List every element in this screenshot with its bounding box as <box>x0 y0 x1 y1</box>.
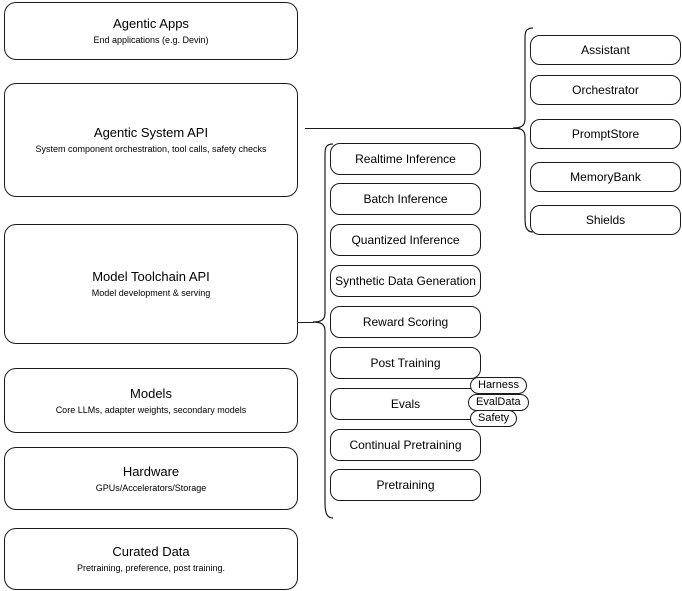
toolchain-label: Pretraining <box>376 478 435 492</box>
layer-title: Agentic System API <box>93 125 209 140</box>
toolchain-box-evals[interactable]: Evals <box>330 388 481 420</box>
layer-title: Model Toolchain API <box>92 269 210 284</box>
layer-title: Curated Data <box>112 544 190 559</box>
layer-title: Agentic Apps <box>113 16 189 31</box>
layer-subtitle: End applications (e.g. Devin) <box>93 35 209 45</box>
toolchain-box-realtime-inference[interactable]: Realtime Inference <box>330 143 481 175</box>
layer-box-hardware[interactable]: Hardware GPUs/Accelerators/Storage <box>4 447 298 510</box>
agentic-box-orchestrator[interactable]: Orchestrator <box>530 75 681 105</box>
toolchain-box-continual-pretraining[interactable]: Continual Pretraining <box>330 429 481 461</box>
toolchain-box-reward-scoring[interactable]: Reward Scoring <box>330 306 481 338</box>
agentic-box-shields[interactable]: Shields <box>530 205 681 235</box>
toolchain-label: Post Training <box>370 356 441 370</box>
toolchain-label: Batch Inference <box>363 192 448 206</box>
toolchain-label: Realtime Inference <box>355 152 456 166</box>
toolchain-label: Continual Pretraining <box>349 438 462 452</box>
agentic-label: MemoryBank <box>570 170 641 184</box>
toolchain-label: Reward Scoring <box>362 315 449 329</box>
toolchain-label: Evals <box>390 397 421 411</box>
evals-pill-evaldata[interactable]: EvalData <box>468 394 529 411</box>
layer-subtitle: Pretraining, preference, post training. <box>76 563 226 573</box>
layer-subtitle: Core LLMs, adapter weights, secondary mo… <box>55 404 247 415</box>
layer-box-agentic-system-api[interactable]: Agentic System API System component orch… <box>4 83 298 197</box>
toolchain-label: Quantized Inference <box>351 233 460 247</box>
brace-model-toolchain <box>312 143 334 519</box>
toolchain-box-batch-inference[interactable]: Batch Inference <box>330 183 481 215</box>
agentic-box-memorybank[interactable]: MemoryBank <box>530 162 681 192</box>
layer-box-model-toolchain-api[interactable]: Model Toolchain API Model development & … <box>4 224 298 344</box>
layer-box-agentic-apps[interactable]: Agentic Apps End applications (e.g. Devi… <box>4 2 298 60</box>
toolchain-box-pretraining[interactable]: Pretraining <box>330 469 481 501</box>
layer-title: Hardware <box>122 463 180 479</box>
agentic-label: Assistant <box>581 43 630 57</box>
agentic-label: Orchestrator <box>572 83 639 97</box>
connector-agentic-system-api <box>305 128 520 129</box>
toolchain-label: Synthetic Data Generation <box>335 274 476 288</box>
layer-subtitle: System component orchestration, tool cal… <box>35 144 267 154</box>
layer-title: Models <box>130 385 172 401</box>
agentic-label: PromptStore <box>571 127 640 141</box>
layer-subtitle: Model development & serving <box>91 288 211 298</box>
layer-subtitle: GPUs/Accelerators/Storage <box>95 482 207 493</box>
connector-model-toolchain-api <box>298 322 314 323</box>
toolchain-box-post-training[interactable]: Post Training <box>330 347 481 379</box>
toolchain-box-quantized-inference[interactable]: Quantized Inference <box>330 224 481 256</box>
evals-pill-safety[interactable]: Safety <box>470 410 518 427</box>
agentic-box-assistant[interactable]: Assistant <box>530 35 681 65</box>
brace-agentic-system <box>512 27 534 233</box>
agentic-label: Shields <box>585 213 626 227</box>
evals-pill-harness[interactable]: Harness <box>470 377 527 394</box>
agentic-box-promptstore[interactable]: PromptStore <box>530 119 681 149</box>
toolchain-box-synthetic-data-generation[interactable]: Synthetic Data Generation <box>330 265 481 297</box>
layer-box-models[interactable]: Models Core LLMs, adapter weights, secon… <box>4 368 298 433</box>
layer-box-curated-data[interactable]: Curated Data Pretraining, preference, po… <box>4 528 298 590</box>
